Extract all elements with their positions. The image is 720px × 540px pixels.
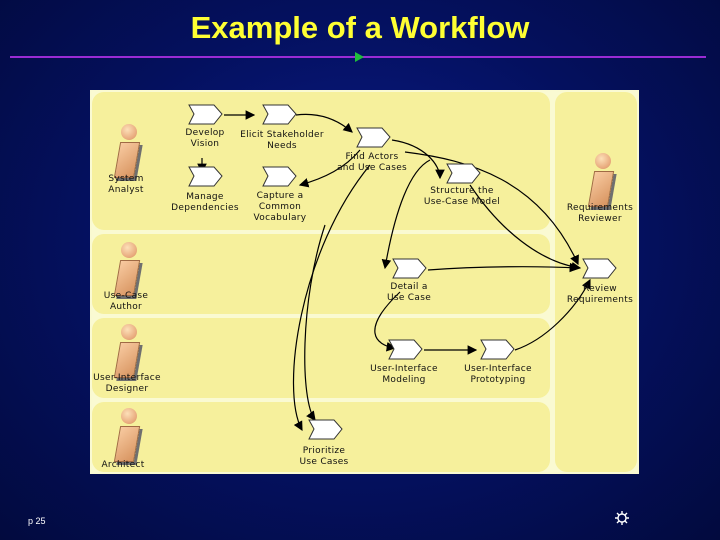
activity-prioritize-use-cases: Prioritize Use Cases [299, 446, 349, 467]
flow-find-to-prioritize [292, 164, 371, 432]
flow-capture-to-prioritize [304, 224, 326, 421]
role-system-analyst: System Analyst [108, 174, 144, 195]
role-ui-designer: User-Interface Designer [93, 373, 161, 394]
actor-architect-icon [112, 408, 146, 464]
activity-develop-vision: Develop Vision [185, 128, 225, 149]
activity-capture-vocabulary: Capture a Common Vocabulary [253, 191, 307, 223]
activity-capture-vocabulary-icon [262, 165, 297, 187]
activity-ui-prototyping: User-Interface Prototyping [464, 364, 532, 385]
actor-use-case-author-icon [112, 242, 146, 298]
activity-ui-prototyping-icon [480, 338, 515, 360]
lane-ui-designer [92, 318, 550, 398]
slide-title: Example of a Workflow [190, 10, 530, 45]
activity-review-requirements: Review Requirements [566, 284, 634, 305]
role-use-case-author: Use-Case Author [103, 291, 149, 312]
actor-system-analyst-icon [112, 124, 146, 180]
activity-elicit-needs: Elicit Stakeholder Needs [240, 130, 324, 151]
activity-manage-dependencies: Manage Dependencies [171, 192, 239, 213]
flow-structure-to-detail [381, 159, 431, 270]
activity-structure-model-icon [446, 162, 481, 184]
activity-manage-dependencies-icon [188, 165, 223, 187]
flow-prototyping-to-review [514, 278, 591, 351]
flow-find-to-review [404, 151, 579, 266]
page-number: p 25 [28, 516, 46, 526]
flow-find-to-capture [298, 149, 361, 188]
activity-detail-use-case-icon [392, 257, 427, 279]
flow-elicit-to-find-actors [295, 113, 353, 133]
activity-develop-vision-icon [188, 103, 223, 125]
flow-structure-to-review [469, 184, 582, 272]
activity-review-requirements-icon [582, 257, 617, 279]
lane-system-analyst [92, 92, 550, 230]
lane-use-case-author [92, 234, 550, 314]
activity-prioritize-use-cases-icon [308, 418, 343, 440]
activity-ui-modeling-icon [388, 338, 423, 360]
activity-structure-model: Structure the Use-Case Model [423, 186, 501, 207]
activity-find-actors: Find Actors and Use Cases [336, 152, 408, 173]
actor-ui-designer-icon [112, 324, 146, 380]
gear-icon[interactable] [614, 510, 630, 526]
divider-arrow-icon [355, 52, 364, 62]
flow-detail-to-ui-modeling [374, 291, 401, 352]
flow-detail-to-review [427, 262, 580, 273]
activity-elicit-needs-icon [262, 103, 297, 125]
activity-ui-modeling: User-Interface Modeling [370, 364, 438, 385]
activity-find-actors-icon [356, 126, 391, 148]
role-architect: Architect [101, 460, 145, 470]
role-requirements-reviewer: Requirements Reviewer [566, 203, 634, 224]
activity-detail-use-case: Detail a Use Case [386, 282, 432, 303]
actor-requirements-reviewer-icon [586, 153, 620, 209]
